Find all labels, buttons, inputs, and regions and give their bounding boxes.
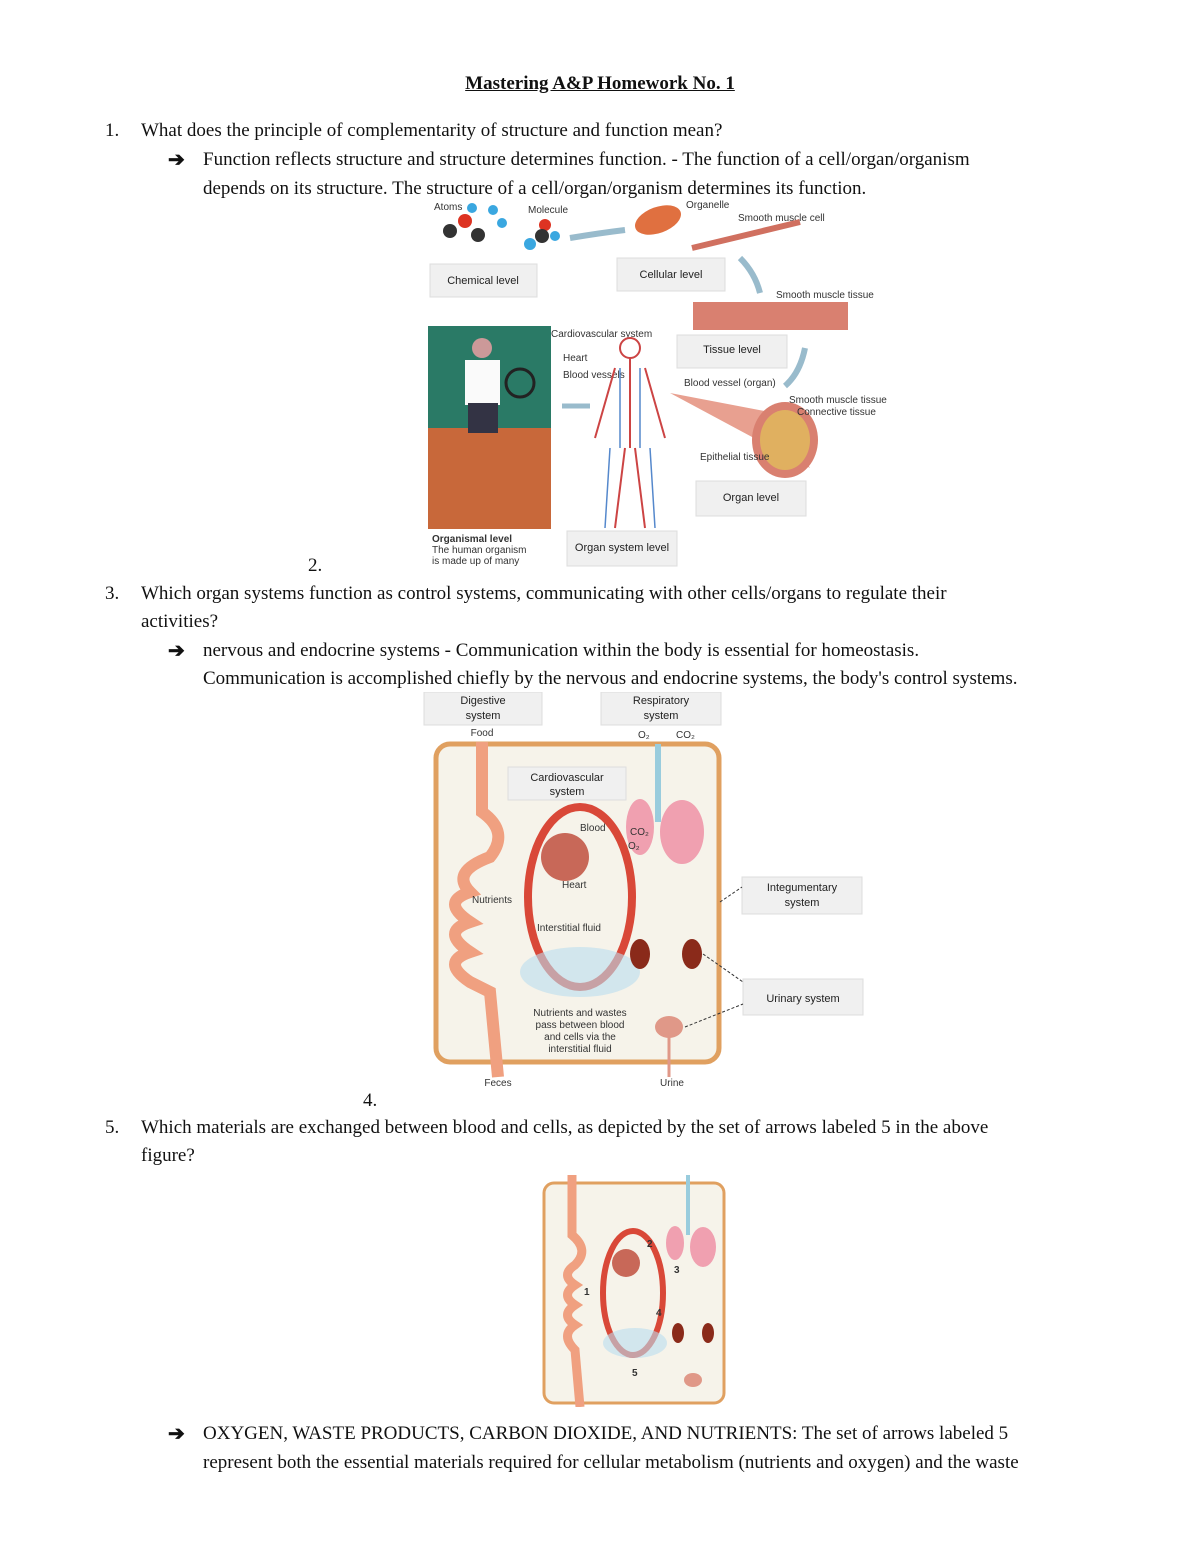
question-1-text: What does the principle of complementari…: [141, 120, 723, 141]
numbered-organ-systems-figure: 2 3 1 4 5: [542, 1175, 726, 1407]
svg-text:Urinary system: Urinary system: [766, 993, 839, 1005]
svg-text:Organ level: Organ level: [723, 492, 779, 504]
svg-text:Nutrients: Nutrients: [472, 895, 512, 906]
svg-text:Cellular level: Cellular level: [640, 269, 703, 281]
svg-text:O₂: O₂: [638, 730, 650, 741]
svg-text:Blood vessel (organ): Blood vessel (organ): [684, 378, 776, 389]
svg-text:3: 3: [674, 1265, 680, 1276]
svg-text:Organismal level: Organismal level: [432, 534, 512, 545]
svg-text:Integumentary: Integumentary: [767, 882, 838, 894]
answer-1-line1: Function reflects structure and structur…: [203, 149, 970, 170]
svg-text:Connective tissue: Connective tissue: [797, 407, 876, 418]
svg-text:Smooth muscle tissue: Smooth muscle tissue: [776, 290, 874, 301]
svg-text:Atoms: Atoms: [434, 202, 462, 213]
answer-5-line2: represent both the essential materials r…: [203, 1452, 1019, 1473]
svg-text:Organelle: Organelle: [686, 200, 730, 211]
svg-text:Feces: Feces: [484, 1078, 511, 1089]
svg-text:Molecule: Molecule: [528, 205, 568, 216]
svg-text:system: system: [644, 710, 679, 722]
svg-text:system: system: [550, 786, 585, 798]
svg-text:Blood vessels: Blood vessels: [563, 370, 625, 381]
svg-text:4: 4: [656, 1308, 662, 1319]
svg-text:pass between blood: pass between blood: [536, 1020, 625, 1031]
svg-text:and cells via the: and cells via the: [544, 1032, 616, 1043]
question-number: 1.: [105, 120, 120, 141]
svg-text:Digestive: Digestive: [460, 695, 505, 707]
svg-text:Blood: Blood: [580, 823, 606, 834]
figure-number: 2.: [308, 555, 323, 576]
svg-text:Organ system level: Organ system level: [575, 542, 669, 554]
svg-text:Chemical level: Chemical level: [447, 275, 519, 287]
svg-text:is made up of many: is made up of many: [432, 556, 519, 567]
svg-text:CO₂: CO₂: [676, 730, 695, 741]
svg-text:Food: Food: [471, 728, 494, 739]
svg-text:Epithelial tissue: Epithelial tissue: [700, 452, 770, 463]
svg-text:Interstitial fluid: Interstitial fluid: [537, 923, 601, 934]
answer-1-line2: depends on its structure. The structure …: [203, 178, 867, 199]
svg-text:O₂: O₂: [628, 841, 640, 852]
svg-text:system: system: [785, 897, 820, 909]
svg-text:2: 2: [647, 1239, 653, 1250]
answer-5-line1: OXYGEN, WASTE PRODUCTS, CARBON DIOXIDE, …: [203, 1423, 1009, 1444]
question-number: 3.: [105, 583, 120, 604]
svg-text:Respiratory: Respiratory: [633, 695, 690, 707]
svg-text:Tissue level: Tissue level: [703, 344, 761, 356]
answer-3-line1: nervous and endocrine systems - Communic…: [203, 640, 920, 661]
svg-text:1: 1: [584, 1287, 590, 1298]
document-title: Mastering A&P Homework No. 1: [465, 73, 735, 94]
svg-text:interstitial fluid: interstitial fluid: [548, 1044, 611, 1055]
answer-3-line2: Communication is accomplished chiefly by…: [203, 668, 1018, 689]
question-3-line1: Which organ systems function as control …: [141, 583, 947, 604]
svg-text:Cardiovascular: Cardiovascular: [530, 772, 604, 784]
question-5-line1: Which materials are exchanged between bl…: [141, 1117, 989, 1138]
question-5-line2: figure?: [141, 1145, 195, 1166]
svg-text:The human organism: The human organism: [432, 545, 527, 556]
svg-text:Urine: Urine: [660, 1078, 684, 1089]
arrow-icon: ➔: [168, 149, 185, 171]
svg-text:5: 5: [632, 1368, 638, 1379]
organ-systems-interaction-figure: Digestive system Respiratory system Food…: [423, 692, 864, 1089]
svg-text:Heart: Heart: [562, 880, 587, 891]
svg-text:system: system: [466, 710, 501, 722]
svg-text:Heart: Heart: [563, 353, 588, 364]
question-number: 5.: [105, 1117, 120, 1138]
svg-text:Cardiovascular system: Cardiovascular system: [551, 329, 652, 340]
question-3-line2: activities?: [141, 611, 219, 632]
arrow-icon: ➔: [168, 1423, 185, 1445]
svg-text:Smooth muscle tissue: Smooth muscle tissue: [789, 395, 887, 406]
svg-text:Nutrients and wastes: Nutrients and wastes: [533, 1008, 626, 1019]
levels-of-organization-figure: Atoms Molecule Organelle Smooth muscle c…: [428, 200, 887, 567]
arrow-icon: ➔: [168, 640, 185, 662]
svg-text:Smooth muscle cell: Smooth muscle cell: [738, 213, 825, 224]
svg-text:CO₂: CO₂: [630, 827, 649, 838]
figure-number: 4.: [363, 1090, 378, 1111]
